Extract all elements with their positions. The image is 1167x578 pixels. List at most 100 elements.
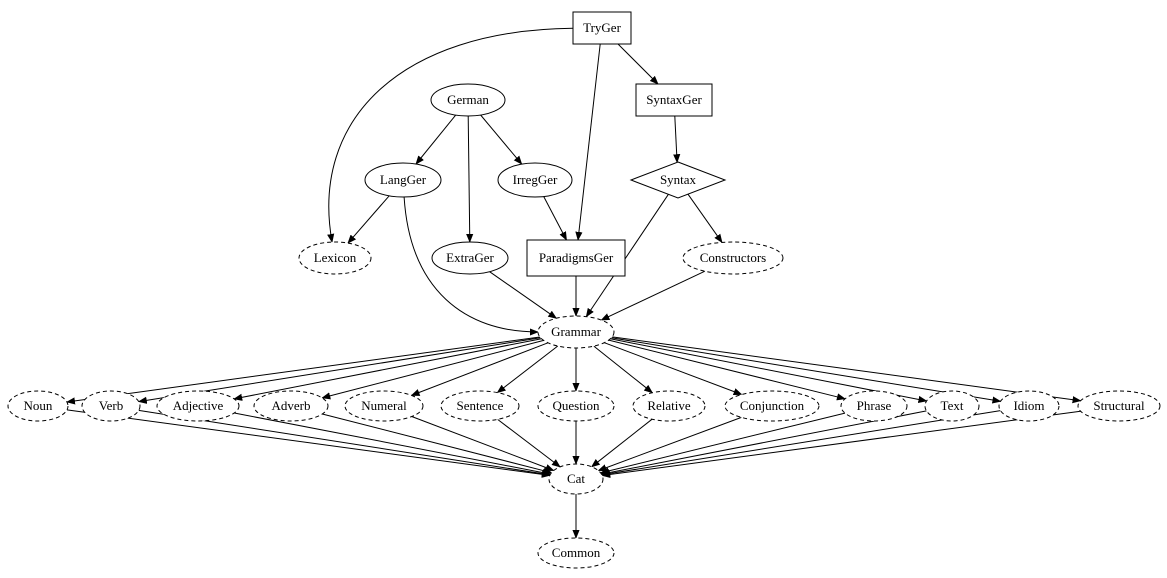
node-label-German: German [447, 92, 489, 107]
edge-Numeral-Cat [411, 416, 555, 471]
edge-German-LangGer [415, 114, 457, 165]
ellipse-shape [924, 390, 980, 422]
node-ParadigmsGer: ParadigmsGer [526, 239, 626, 277]
edge-Grammar-Idiom [611, 337, 1002, 404]
edge-German-ExtraGer [466, 115, 474, 243]
ellipse-shape [81, 390, 141, 422]
edge-Adjective-Cat [234, 412, 552, 477]
node-SyntaxGer: SyntaxGer [635, 83, 713, 117]
ellipse-shape [497, 162, 573, 198]
ellipse-shape [1077, 390, 1161, 422]
node-label-Phrase: Phrase [857, 398, 892, 413]
edge-Grammar-Adjective [233, 338, 542, 401]
ellipse-shape [364, 162, 442, 198]
node-label-Conjunction: Conjunction [740, 398, 805, 413]
node-ExtraGer: ExtraGer [431, 241, 509, 275]
node-Adverb: Adverb [253, 390, 329, 422]
node-label-SyntaxGer: SyntaxGer [646, 92, 702, 107]
node-Verb: Verb [81, 390, 141, 422]
edge-Syntax-Constructors [687, 193, 723, 244]
ellipse-shape [430, 83, 506, 117]
ellipse-shape [298, 241, 372, 275]
edge-IrregGer-ParadigmsGer [543, 196, 567, 241]
node-Lexicon: Lexicon [298, 241, 372, 275]
node-label-Noun: Noun [24, 398, 53, 413]
edge-Structural-Cat [601, 410, 1081, 478]
edge-SyntaxGer-Syntax [673, 115, 681, 164]
edge-Grammar-Noun [66, 336, 540, 405]
box-shape [572, 11, 632, 45]
ellipse-shape [7, 390, 69, 422]
node-Cat: Cat [548, 463, 604, 495]
node-label-Text: Text [941, 398, 964, 413]
box-shape [635, 83, 713, 117]
edge-Adverb-Cat [322, 413, 553, 475]
edge-LangGer-Grammar [403, 196, 539, 336]
edge-Conjunction-Cat [597, 416, 742, 472]
ellipse-shape [344, 390, 424, 422]
node-Relative: Relative [632, 390, 706, 422]
node-label-LangGer: LangGer [380, 172, 427, 187]
node-Common: Common [537, 537, 615, 569]
edge-Phrase-Cat [599, 412, 846, 475]
edge-Grammar-Numeral [410, 342, 549, 396]
edge-Grammar-Sentence [496, 345, 559, 394]
edge-Syntax-Grammar [585, 194, 669, 318]
ellipse-shape [840, 390, 908, 422]
node-label-Question: Question [553, 398, 600, 413]
edge-Verb-Cat [138, 409, 551, 478]
edge-Grammar-Relative [593, 345, 654, 394]
node-label-Lexicon: Lexicon [314, 250, 357, 265]
node-label-TryGer: TryGer [583, 20, 621, 35]
edge-TryGer-ParadigmsGer [575, 43, 601, 241]
ellipse-shape [440, 390, 520, 422]
node-Numeral: Numeral [344, 390, 424, 422]
node-Structural: Structural [1077, 390, 1161, 422]
node-Adjective: Adjective [156, 390, 240, 422]
ellipse-shape [431, 241, 509, 275]
edge-Sentence-Cat [497, 419, 561, 468]
node-Sentence: Sentence [440, 390, 520, 422]
edge-Grammar-Text [610, 338, 928, 403]
ellipse-shape [537, 390, 615, 422]
node-German: German [430, 83, 506, 117]
node-Conjunction: Conjunction [724, 390, 820, 422]
node-label-ParadigmsGer: ParadigmsGer [539, 250, 614, 265]
node-label-Sentence: Sentence [457, 398, 504, 413]
node-Idiom: Idiom [998, 390, 1060, 422]
node-label-Verb: Verb [99, 398, 124, 413]
ellipse-shape [537, 537, 615, 569]
node-TryGer: TryGer [572, 11, 632, 45]
edge-Idiom-Cat [601, 410, 1001, 478]
node-label-Numeral: Numeral [361, 398, 407, 413]
edge-Grammar-Verb [137, 337, 541, 404]
node-LangGer: LangGer [364, 162, 442, 198]
node-label-Relative: Relative [647, 398, 691, 413]
node-label-Cat: Cat [567, 471, 585, 486]
node-label-Constructors: Constructors [700, 250, 766, 265]
node-label-ExtraGer: ExtraGer [446, 250, 494, 265]
edge-Grammar-Structural [612, 336, 1082, 404]
ellipse-shape [548, 463, 604, 495]
edge-German-IrregGer [480, 114, 523, 165]
edge-TryGer-Lexicon [327, 27, 574, 243]
node-label-IrregGer: IrregGer [513, 172, 558, 187]
edge-Relative-Cat [590, 418, 653, 468]
node-Text: Text [924, 390, 980, 422]
ellipse-shape [537, 315, 615, 349]
ellipse-shape [632, 390, 706, 422]
node-Syntax: Syntax [629, 161, 727, 199]
node-label-Adverb: Adverb [272, 398, 311, 413]
ellipse-shape [998, 390, 1060, 422]
node-IrregGer: IrregGer [497, 162, 573, 198]
edges-layer [66, 27, 1082, 539]
ellipse-shape [253, 390, 329, 422]
edge-Grammar-Phrase [608, 339, 846, 401]
diamond-shape [629, 161, 727, 199]
node-label-Adjective: Adjective [173, 398, 224, 413]
node-Phrase: Phrase [840, 390, 908, 422]
edge-Constructors-Grammar [600, 270, 706, 321]
